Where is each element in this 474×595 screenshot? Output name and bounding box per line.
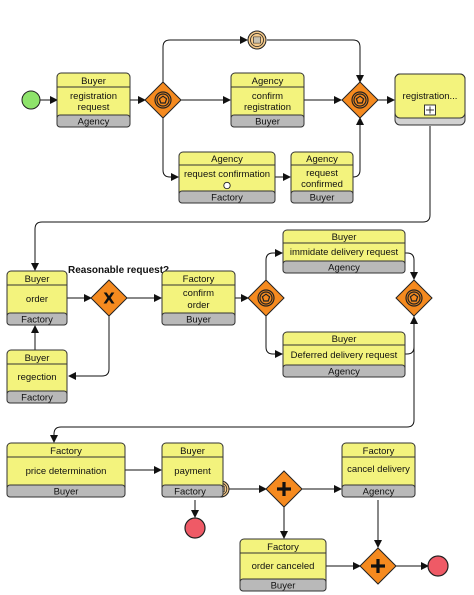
task-factory-price-determination[interactable]: Factory price determination Buyer — [6, 442, 126, 498]
task-participant-bottom: Factory — [174, 487, 206, 498]
task-name: immidate delivery request — [290, 247, 399, 258]
task-name: request — [306, 168, 338, 179]
flow-merge-to-price-determination — [50, 316, 415, 443]
task-name: request — [78, 102, 110, 113]
event-gateway-delivery-merge[interactable] — [395, 279, 433, 317]
task-name: cancel delivery — [347, 464, 410, 475]
task-buyer-order[interactable]: Buyer order Factory — [6, 270, 68, 326]
expand-subprocess-icon[interactable] — [424, 104, 436, 116]
sequence-flows — [31, 36, 431, 570]
task-participant-top: Buyer — [25, 274, 50, 285]
task-name: order canceled — [252, 561, 315, 572]
task-participant-top: Buyer — [332, 334, 357, 345]
flow-decision-to-regection — [68, 316, 110, 380]
task-agency-request-confirmed[interactable]: Agency request confirmed Buyer — [290, 151, 354, 204]
flow-confirmed-to-merge — [352, 117, 364, 178]
parallel-gateway-join[interactable] — [359, 547, 397, 585]
task-participant-top: Agency — [211, 154, 243, 165]
task-name: request confirmation — [184, 169, 270, 180]
event-gateway-delivery-split[interactable] — [247, 279, 285, 317]
task-participant-bottom: Buyer — [54, 487, 79, 498]
task-buyer-regection[interactable]: Buyer regection Factory — [6, 349, 68, 404]
task-agency-request-confirmation[interactable]: Agency request confirmation Factory — [178, 151, 276, 204]
parallel-gateway-payment[interactable] — [265, 470, 303, 508]
task-participant-bottom: Factory — [21, 315, 53, 326]
pentagon-icon — [355, 95, 365, 104]
task-participant-bottom: Agency — [363, 487, 395, 498]
end-event-payment[interactable] — [184, 517, 206, 539]
flow-gateway-to-request-confirmation — [162, 118, 179, 181]
task-buyer-immidate-delivery-request[interactable]: Buyer immidate delivery request Agency — [282, 229, 406, 274]
flow-split-to-deferred-delivery — [265, 316, 283, 358]
end-event-final[interactable] — [427, 555, 449, 577]
task-participant-bottom: Agency — [328, 263, 360, 274]
pentagon-icon — [158, 95, 168, 104]
event-gateway-registration[interactable] — [144, 81, 182, 119]
task-buyer-deferred-delivery-request[interactable]: Buyer Deferred delivery request Agency — [282, 331, 406, 378]
pentagon-icon — [261, 293, 271, 302]
flow-timer-to-merge — [267, 39, 364, 83]
task-participant-bottom: Buyer — [271, 581, 296, 592]
task-factory-cancel-delivery[interactable]: Factory cancel delivery Agency — [341, 442, 416, 498]
task-participant-top: Agency — [306, 154, 338, 165]
task-name: order — [187, 300, 209, 311]
loop-marker-icon — [223, 181, 231, 190]
event-gateway-merge-registration[interactable] — [341, 81, 379, 119]
task-participant-bottom: Buyer — [186, 315, 211, 326]
subprocess-registration[interactable]: registration... — [394, 73, 466, 126]
flow-deferred-to-merge — [405, 316, 418, 355]
task-participant-top: Factory — [363, 446, 395, 457]
task-participant-bottom: Agency — [328, 367, 360, 378]
task-participant-bottom: Agency — [78, 117, 110, 128]
task-participant-top: Buyer — [332, 232, 357, 243]
task-name: order — [26, 294, 48, 305]
task-name: registration — [244, 102, 291, 113]
start-event[interactable] — [21, 90, 41, 110]
task-participant-top: Agency — [252, 76, 284, 87]
task-participant-top: Factory — [50, 446, 82, 457]
task-participant-bottom: Buyer — [310, 193, 335, 204]
task-name: registration... — [403, 91, 458, 102]
exclusive-gateway-reasonable-request[interactable]: X — [90, 279, 128, 317]
task-name: confirm — [183, 288, 214, 299]
intermediate-timer-event-top[interactable] — [247, 30, 267, 50]
flow-registration-to-order — [31, 126, 431, 271]
task-factory-order-canceled[interactable]: Factory order canceled Buyer — [239, 538, 327, 592]
task-participant-top: Factory — [183, 274, 215, 285]
task-name: regection — [17, 372, 56, 383]
task-participant-bottom: Factory — [21, 393, 53, 404]
x-icon: X — [103, 290, 115, 308]
task-name: confirmed — [301, 179, 343, 190]
task-name: payment — [174, 466, 211, 477]
task-participant-top: Buyer — [81, 76, 106, 87]
calendar-icon — [253, 36, 261, 44]
task-participant-top: Buyer — [25, 353, 50, 364]
task-buyer-registration-request[interactable]: Buyer registration request Agency — [56, 72, 131, 128]
pentagon-icon — [409, 293, 419, 302]
task-participant-bottom: Factory — [211, 193, 243, 204]
task-name: Deferred delivery request — [291, 350, 398, 361]
flow-immidate-to-merge — [405, 252, 418, 280]
task-factory-confirm-order[interactable]: Factory confirm order Buyer — [161, 270, 236, 326]
task-name: price determination — [26, 466, 107, 477]
flow-split-to-immidate-delivery — [265, 249, 283, 280]
task-name: registration — [70, 91, 117, 102]
task-participant-bottom: Buyer — [255, 117, 280, 128]
gateway-label-reasonable-request: Reasonable request? — [68, 265, 169, 276]
task-participant-top: Factory — [267, 542, 299, 553]
task-participant-top: Buyer — [180, 446, 205, 457]
flow-gateway-to-timer — [162, 36, 248, 82]
task-buyer-payment[interactable]: Buyer payment Factory — [161, 442, 224, 498]
task-agency-confirm-registration[interactable]: Agency confirm registration Buyer — [230, 72, 305, 128]
task-name: confirm — [252, 91, 283, 102]
